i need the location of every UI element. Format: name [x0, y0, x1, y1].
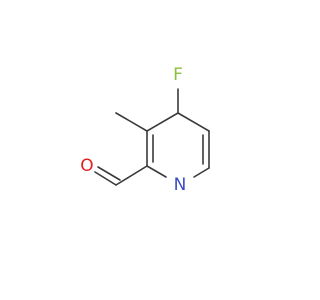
- bond-c3-methyl: [115, 112, 148, 132]
- fluorine-label: F: [173, 65, 183, 85]
- structure-canvas: F N O: [80, 65, 210, 195]
- molecule-structure: F N O: [80, 65, 210, 195]
- oxygen-label: O: [80, 156, 93, 176]
- bond-n-c2: [146, 165, 167, 178]
- bond-c4-c5: [177, 112, 210, 132]
- bond-c2-cho: [115, 165, 148, 186]
- bond-c3-c4: [146, 112, 179, 132]
- bond-c6-n: [193, 167, 210, 178]
- bond-cho-o-1: [94, 171, 117, 186]
- nitrogen-label: N: [174, 175, 187, 195]
- bond-cho-o-2: [97, 166, 121, 181]
